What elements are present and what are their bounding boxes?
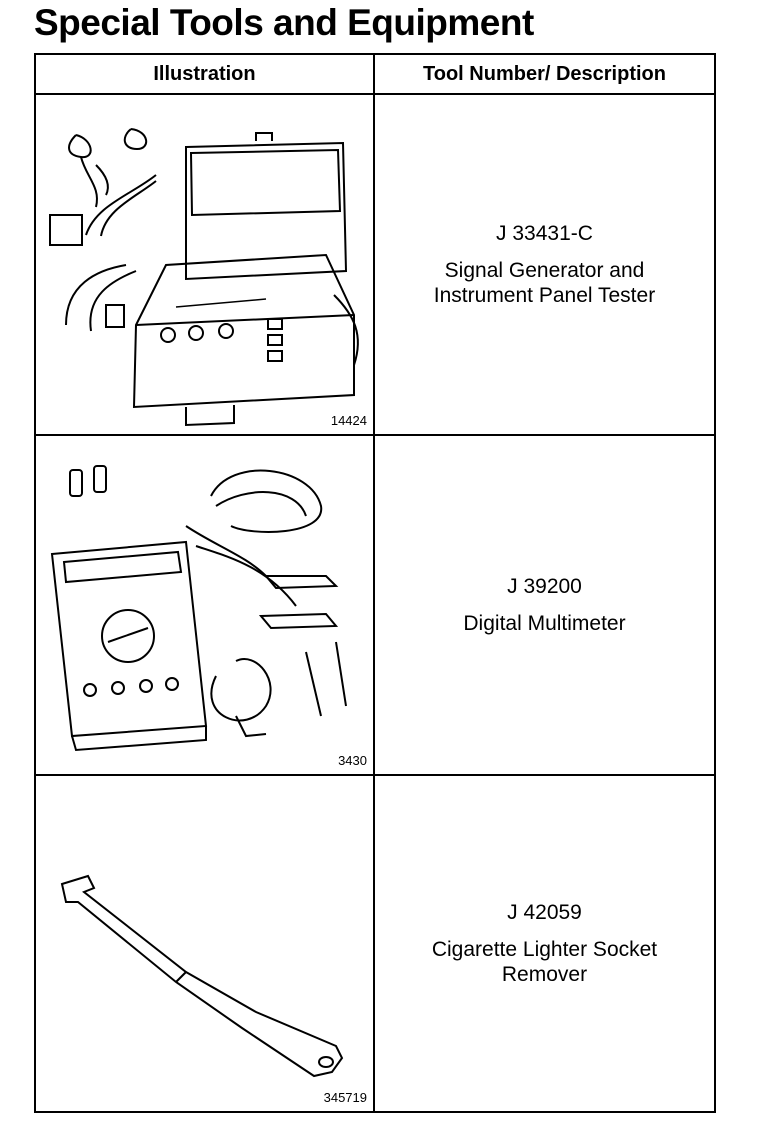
row-divider (36, 774, 714, 776)
header-description: Tool Number/ Description (423, 62, 666, 85)
multimeter-illustration (50, 465, 347, 752)
description-cell: J 33431-C Signal Generator and Instrumen… (375, 95, 714, 434)
tool-description: Digital Multimeter (463, 612, 626, 635)
column-divider (373, 55, 375, 1111)
figure-number: 345719 (323, 1090, 367, 1105)
tools-table: Illustration Tool Number/ Description 14… (34, 53, 716, 1113)
header-illustration: Illustration (153, 62, 256, 85)
illustration-cell: 14424 (36, 95, 373, 434)
tool-description: Signal Generator and Instrument Panel Te… (433, 259, 656, 307)
tester-case-illustration (49, 128, 359, 427)
figure-number: 3430 (338, 753, 367, 768)
figure-number: 14424 (330, 413, 367, 428)
tool-number: J 39200 (507, 575, 582, 598)
header-divider (36, 93, 714, 95)
description-cell: J 39200 Digital Multimeter (375, 436, 714, 774)
illustration-cell: 3430 (36, 436, 373, 774)
tool-number: J 33431-C (496, 222, 593, 245)
row-divider (36, 434, 714, 436)
illustration-cell: 345719 (36, 776, 373, 1111)
page-title: Special Tools and Equipment (34, 2, 534, 43)
tool-description: Cigarette Lighter Socket Remover (431, 938, 658, 986)
description-cell: J 42059 Cigarette Lighter Socket Remover (375, 776, 714, 1111)
socket-remover-illustration (60, 874, 344, 1078)
tool-number: J 42059 (507, 901, 582, 924)
